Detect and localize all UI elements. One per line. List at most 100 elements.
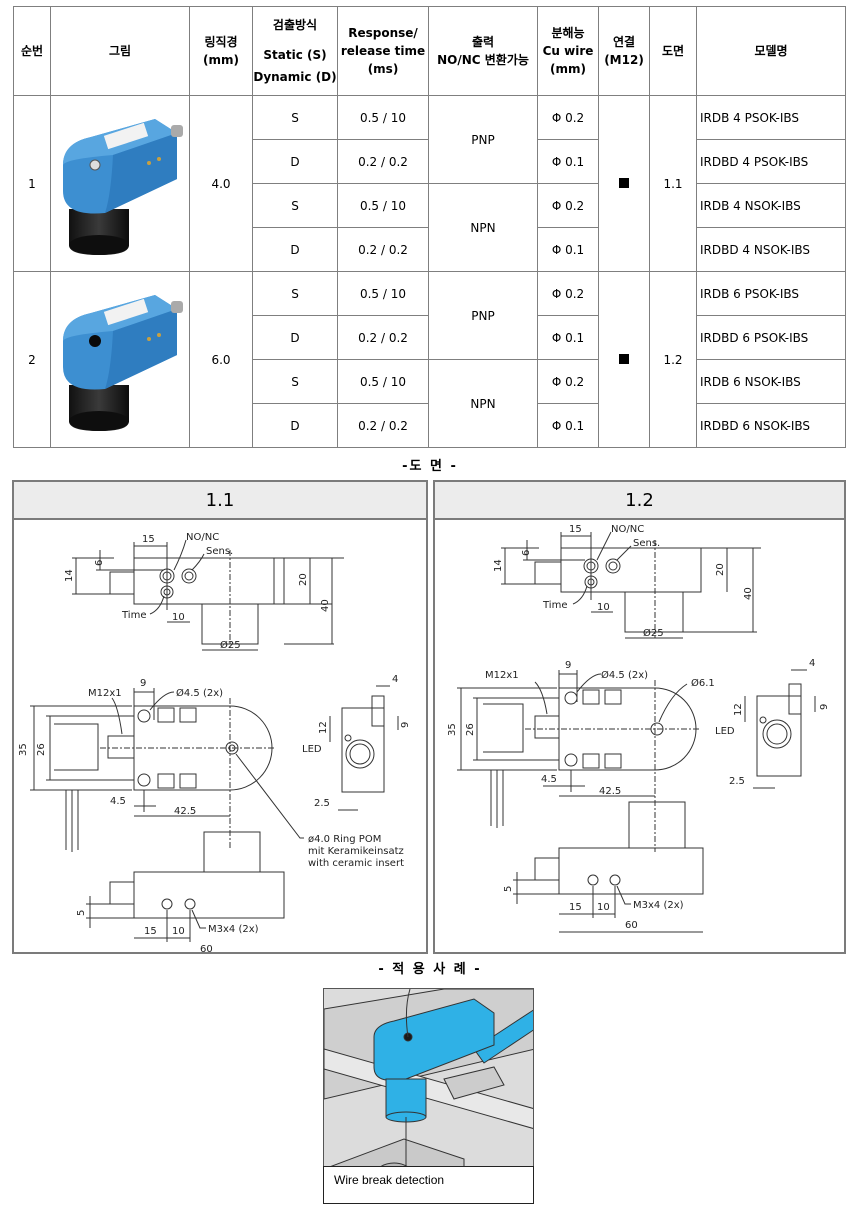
dim-10: 10 [172,612,185,623]
resolution: Φ 0.2 [537,359,599,404]
dim-9b: 9 [400,722,411,728]
body-end-view [341,707,385,793]
response-time: 0.2 / 0.2 [337,139,429,184]
header-detection-line1: 검출방식 [272,18,318,32]
sensor-photo-6mm [51,281,189,439]
application-section-title: - 적 용 사 례 - [378,962,482,977]
technical-drawing-1-2: 15 NO/NC Sens. Time 10 Ø25 6 14 20 40 M1… [447,524,830,933]
output-type: PNP [428,95,538,184]
header-ring-dia-line1: 링직경 [204,35,238,49]
header-detection-line3: Dynamic (D) [253,70,337,84]
dim-35: 35 [447,723,458,736]
header-resolution-line2: Cu wire [542,44,594,58]
dim-5: 5 [76,910,87,916]
ring-diameter: 4.0 [189,95,253,272]
dim-35: 35 [18,743,29,756]
dim-40: 40 [743,587,754,600]
header-ring-dia-line2: (mm) [203,53,239,67]
table-row: 2 [13,271,846,448]
dim-20: 20 [715,563,726,576]
dim-42-5: 42.5 [599,786,621,797]
dim-26: 26 [36,743,47,756]
header-response: Response/ release time (ms) [337,6,429,96]
detection-mode: D [252,403,338,448]
drawing-panel-1-1: 1.1 15 NO/NC Sens. Time 10 Ø25 6 14 20 4… [12,480,428,954]
note-ring-3: with ceramic insert [308,858,404,869]
label-m12x1: M12x1 [485,670,519,681]
resolution: Φ 0.1 [537,403,599,448]
drawing-panel-title: 1.2 [435,482,844,520]
label-m3x4: M3x4 (2x) [208,924,259,935]
dim-4: 4 [809,658,815,669]
drawing-panel-1-2: 1.2 15 NO/NC Sens. Time 10 Ø25 6 14 20 4… [433,480,846,954]
label-hole-4-5: Ø4.5 (2x) [176,687,223,699]
model-name: IRDBD 4 PSOK-IBS [696,139,846,184]
model-name: IRDB 6 NSOK-IBS [696,359,846,404]
dim-2-5: 2.5 [314,798,330,809]
label-led: LED [302,744,322,755]
detection-mode: D [252,139,338,184]
body-top-view [133,557,285,605]
dim-6: 6 [94,560,105,566]
header-connection-line1: 연결 [612,35,636,49]
label-led: LED [715,726,735,737]
model-name: IRDB 4 PSOK-IBS [696,95,846,140]
header-ring-diameter: 링직경 (mm) [189,6,253,96]
header-response-line3: (ms) [367,62,399,76]
header-resolution-line3: (mm) [550,62,586,76]
response-time: 0.5 / 10 [337,271,429,316]
model-name: IRDBD 6 PSOK-IBS [696,315,846,360]
dim-6: 6 [521,550,532,556]
dim-4: 4 [392,674,398,685]
dim-9: 9 [140,678,146,689]
connection-m12 [598,95,650,272]
technical-drawing-1-1: 15 NO/NC Sens. Time 10 Ø25 6 14 20 40 M1… [18,532,411,952]
label-no-nc: NO/NC [611,524,644,535]
dim-40: 40 [320,599,331,612]
resolution: Φ 0.1 [537,227,599,272]
dim-60: 60 [625,920,638,931]
resolution: Φ 0.2 [537,95,599,140]
spec-table: 순번 그림 링직경 (mm) 검출방식 Static (S) Dynamic (… [13,6,846,448]
header-model: 모델명 [696,6,846,96]
dim-9: 9 [565,660,571,671]
header-output-line1: 출력 [471,35,495,49]
label-time: Time [121,610,146,621]
response-time: 0.2 / 0.2 [337,227,429,272]
header-response-line2: release time [340,44,426,58]
dim-14: 14 [64,569,75,582]
dim-42-5: 42.5 [174,806,196,817]
filled-square-icon [619,177,629,188]
label-hole-4-5: Ø4.5 (2x) [601,669,648,681]
table-header-row: 순번 그림 링직경 (mm) 검출방식 Static (S) Dynamic (… [13,6,846,96]
dim-10: 10 [597,602,610,613]
dim-10b: 10 [597,902,610,913]
table-row: D 0.2 / 0.2 Φ 0.1 IRDBD 6 PSOK-IBS [14,315,846,360]
dim-15: 15 [142,534,155,545]
model-name: IRDBD 6 NSOK-IBS [696,403,846,448]
header-detection: 검출방식 Static (S) Dynamic (D) [252,6,338,96]
resolution: Φ 0.2 [537,271,599,316]
application-caption: Wire break detection [323,1166,534,1204]
detection-mode: S [252,183,338,228]
label-no-nc: NO/NC [186,532,219,543]
label-d6-1: Ø6.1 [691,677,715,689]
detection-mode: D [252,227,338,272]
header-image: 그림 [50,6,190,96]
label-m12x1: M12x1 [88,688,122,699]
dim-12: 12 [318,721,329,734]
dim-60: 60 [200,944,213,952]
header-drawing: 도면 [649,6,697,96]
dim-9b: 9 [819,704,830,710]
resolution: Φ 0.1 [537,315,599,360]
product-image-cell [50,271,190,448]
header-output-line2: NO/NC 변환가능 [437,53,529,67]
header-detection-line2: Static (S) [263,48,327,62]
header-no: 순번 [13,6,51,96]
label-m3x4: M3x4 (2x) [633,900,684,911]
dim-14: 14 [493,559,504,572]
dim-4-5: 4.5 [541,774,557,785]
dim-15: 15 [569,524,582,535]
drawings-section-title: -도 면 - [402,459,458,474]
model-name: IRDB 4 NSOK-IBS [696,183,846,228]
